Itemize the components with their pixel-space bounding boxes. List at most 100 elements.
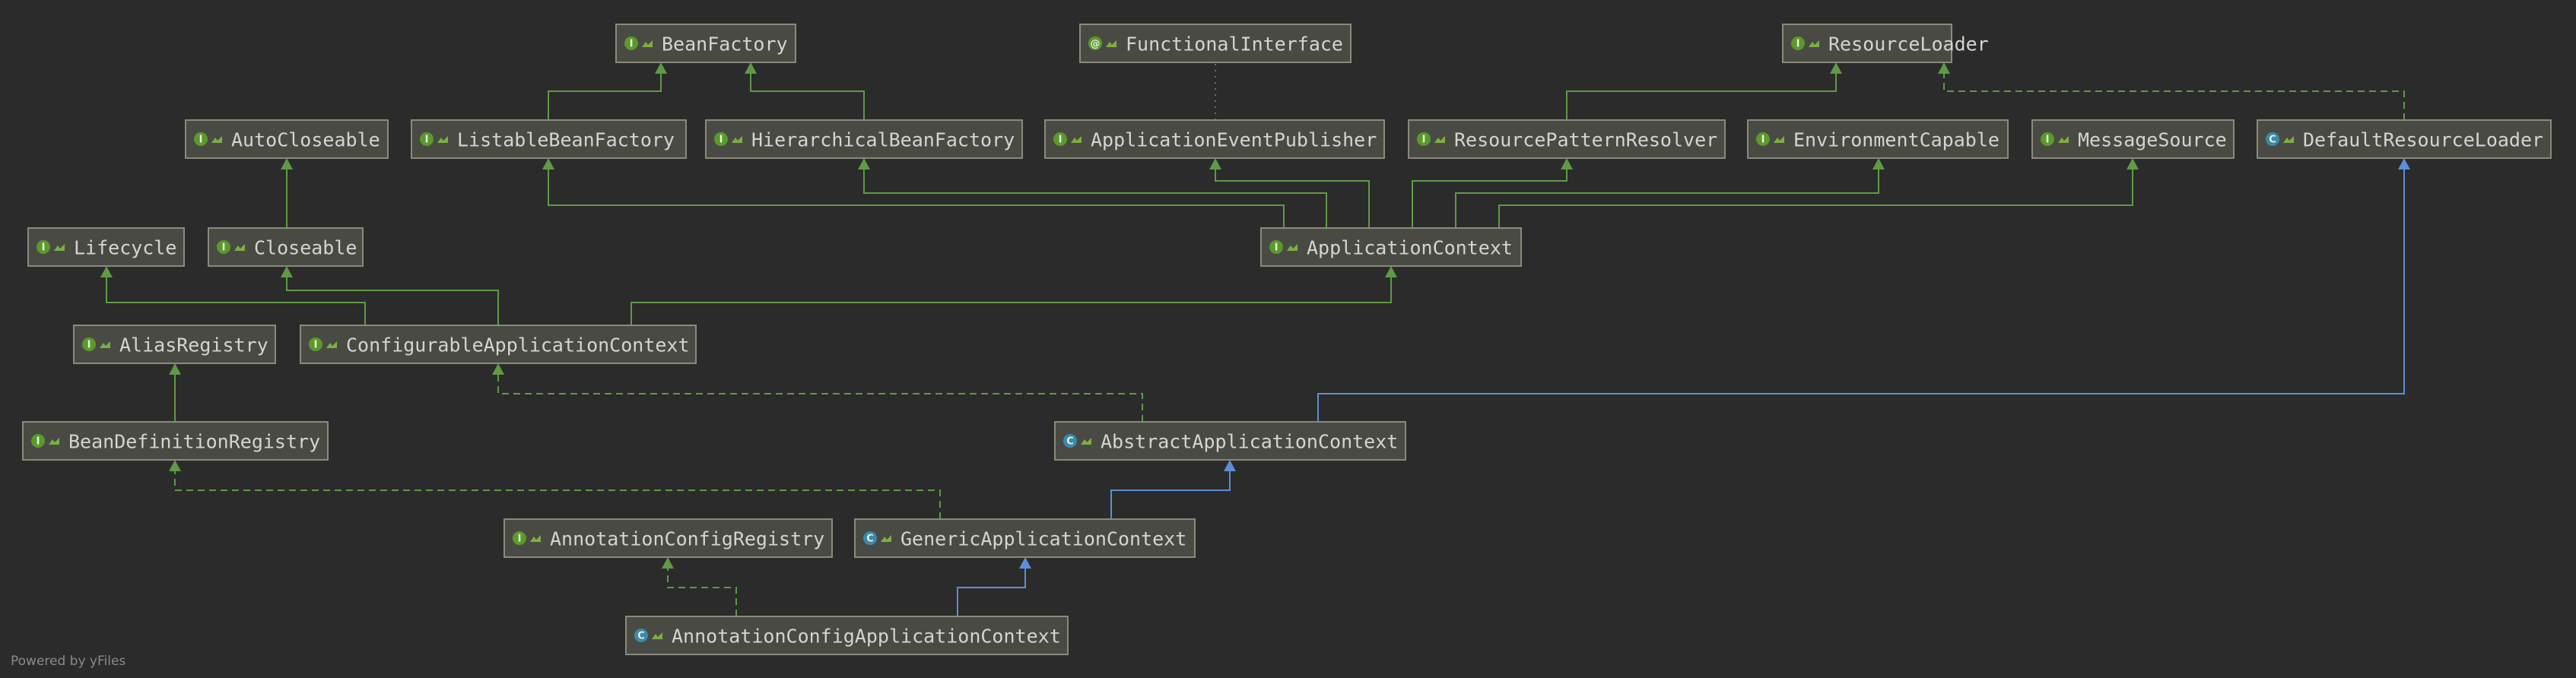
public-visibility-icon (1774, 136, 1784, 143)
node-box (1079, 24, 1352, 63)
edge-line (1498, 169, 2133, 228)
edge-line (548, 73, 662, 120)
public-visibility-icon (49, 438, 59, 445)
public-visibility-icon (2058, 136, 2069, 143)
node-label: AnnotationConfigApplicationContext (672, 626, 1061, 648)
arrow-head (1019, 557, 1031, 569)
edge-line (497, 374, 1143, 422)
edge-annotation-config-application-context-to-generic-application-context (957, 557, 1031, 616)
edge-line (1943, 73, 2405, 120)
node-box (1044, 119, 1385, 159)
arrow-head (100, 266, 113, 277)
edge-listable-bean-factory-to-bean-factory (548, 62, 667, 120)
edge-closeable-to-auto-closeable (281, 158, 293, 228)
public-visibility-icon (2283, 136, 2294, 143)
node-label: ResourcePatternResolver (1454, 129, 1717, 151)
node-label: HierarchicalBeanFactory (751, 129, 1015, 151)
arrow-head (492, 363, 504, 375)
node-annotation-config-registry[interactable]: I AnnotationConfigRegistry (503, 518, 833, 558)
interface-icon: I (714, 132, 728, 146)
node-box (705, 119, 1023, 159)
interface-icon: I (420, 132, 434, 146)
svg-text:I: I (222, 242, 226, 254)
class-icon: C (863, 531, 877, 545)
node-functional-interface[interactable]: @FunctionalInterface (1079, 24, 1352, 63)
node-label: BeanFactory (662, 33, 788, 55)
edge-bean-definition-registry-to-alias-registry (169, 363, 181, 422)
svg-text:C: C (866, 534, 874, 545)
arrow-head (1209, 158, 1221, 170)
edges-layer (100, 62, 2410, 616)
arrow-head (1872, 158, 1885, 170)
edge-line (863, 169, 1327, 228)
svg-text:I: I (1422, 135, 1426, 146)
svg-text:I: I (42, 242, 46, 254)
arrow-head (1830, 62, 1842, 74)
edge-application-context-to-message-source (1498, 158, 2139, 228)
public-visibility-icon (234, 244, 245, 251)
interface-icon: I (1417, 132, 1431, 146)
node-label: AnnotationConfigRegistry (550, 528, 824, 550)
edge-abstract-application-context-to-default-resource-loader (1317, 158, 2410, 422)
edge-line (957, 568, 1026, 616)
node-label: ApplicationEventPublisher (1091, 129, 1377, 151)
svg-text:I: I (2046, 135, 2050, 146)
node-default-resource-loader[interactable]: C DefaultResourceLoader (2257, 119, 2552, 159)
arrow-head (1224, 460, 1236, 471)
edge-line (174, 470, 941, 519)
interface-icon: I (513, 531, 526, 545)
node-box (1747, 119, 2009, 159)
edge-default-resource-loader-to-resource-loader (1938, 62, 2405, 120)
svg-text:I: I (1761, 135, 1765, 146)
public-visibility-icon (1081, 438, 1091, 445)
powered-by-footer: Powered by yFiles (11, 654, 126, 669)
svg-text:I: I (87, 340, 91, 351)
arrow-head (858, 158, 870, 170)
svg-text:C: C (2269, 135, 2276, 146)
node-hierarchical-bean-factory[interactable]: I HierarchicalBeanFactory (705, 119, 1023, 159)
arrow-head (542, 158, 554, 170)
edge-line (750, 73, 865, 120)
node-label: FunctionalInterface (1126, 33, 1343, 55)
arrow-head (655, 62, 667, 74)
arrow-head (281, 266, 293, 277)
node-label: DefaultResourceLoader (2303, 129, 2543, 151)
node-box (625, 616, 1069, 655)
edge-annotation-config-application-context-to-annotation-config-registry (662, 557, 737, 616)
node-box (27, 227, 185, 267)
class-icon: C (1063, 434, 1077, 448)
edge-application-context-to-environment-capable (1455, 158, 1885, 228)
node-resource-pattern-resolver[interactable]: I ResourcePatternResolver (1408, 119, 1726, 159)
interface-icon: I (82, 337, 96, 351)
public-visibility-icon (1809, 40, 1819, 47)
public-visibility-icon (881, 535, 891, 542)
edge-application-context-to-application-event-publisher (1209, 158, 1370, 228)
arrow-head (662, 557, 674, 569)
public-visibility-icon (437, 136, 448, 143)
arrow-head (1561, 158, 1573, 170)
edge-line (106, 277, 366, 325)
node-label: AbstractApplicationContext (1101, 431, 1398, 453)
node-abstract-application-context[interactable]: C AbstractApplicationContext (1054, 421, 1406, 461)
edge-application-context-to-listable-bean-factory (542, 158, 1285, 228)
node-box (1782, 24, 1952, 63)
node-label: AutoCloseable (231, 129, 380, 151)
edge-line (667, 568, 737, 616)
edge-configurable-application-context-to-closeable (281, 266, 499, 325)
